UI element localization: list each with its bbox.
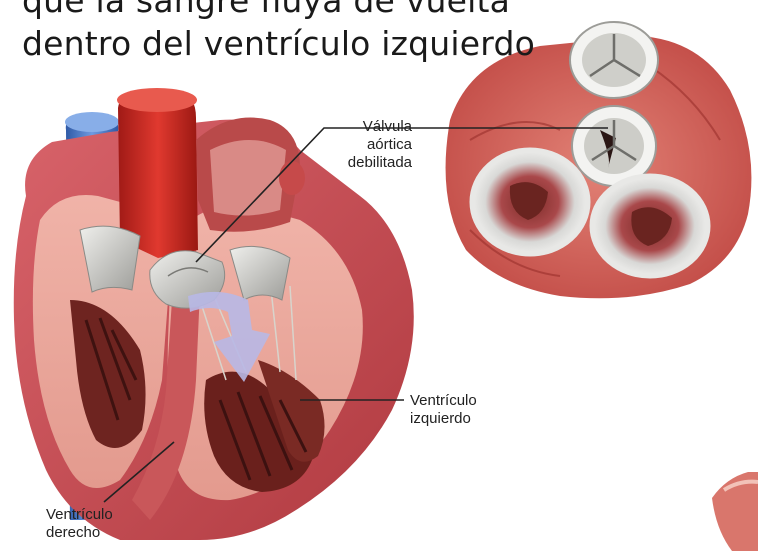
label-aortic-valve: Válvula aórtica debilitada [330, 118, 412, 172]
label-line: izquierdo [410, 410, 477, 428]
label-line: derecho [46, 524, 113, 542]
label-right-ventricle: Ventrículo derecho [46, 506, 113, 542]
tricuspid-ring [472, 150, 588, 254]
mitral-ring [592, 176, 708, 276]
label-line: Válvula [330, 118, 412, 136]
valve-top-view [446, 22, 752, 298]
label-line: aórtica [330, 136, 412, 154]
aorta-opening [117, 88, 197, 112]
label-line: debilitada [330, 154, 412, 172]
label-left-ventricle: Ventrículo izquierdo [410, 392, 477, 428]
label-line: Ventrículo [46, 506, 113, 524]
vena-cava-opening [65, 112, 119, 132]
heading-line-2: dentro del ventrículo izquierdo [22, 24, 535, 63]
label-line: Ventrículo [410, 392, 477, 410]
pulmonary-valve [570, 22, 658, 98]
pulmonary-vein [279, 161, 305, 195]
heading-line-1: que la sangre fluya de vuelta [22, 0, 510, 20]
